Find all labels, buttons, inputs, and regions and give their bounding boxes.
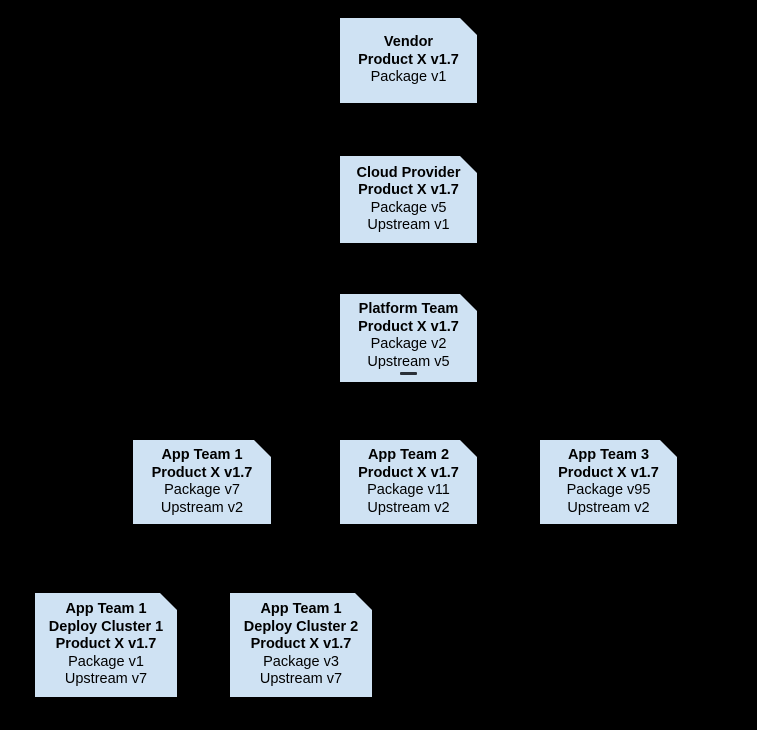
node-package-version: Package v1: [370, 69, 447, 86]
node-package-version: Package v5: [370, 199, 447, 216]
node-cloud-provider: Cloud Provider Product X v1.7 Package v5…: [340, 156, 477, 243]
node-app-team-1: App Team 1 Product X v1.7 Package v7 Ups…: [133, 440, 271, 524]
node-upstream-version: Upstream v7: [64, 671, 148, 688]
node-title: Cloud Provider: [356, 164, 461, 181]
node-cluster-name: Deploy Cluster 1: [48, 618, 164, 635]
node-upstream-version: Upstream v2: [367, 499, 450, 516]
node-app-team-2: App Team 2 Product X v1.7 Package v11 Up…: [340, 440, 477, 524]
node-package-version: Package v3: [263, 653, 339, 670]
node-title: App Team 1: [260, 601, 342, 618]
node-title: App Team 1: [65, 601, 147, 618]
node-product-version: Product X v1.7: [250, 636, 352, 653]
node-platform-team: Platform Team Product X v1.7 Package v2 …: [340, 294, 477, 382]
node-product-version: Product X v1.7: [358, 464, 459, 481]
node-product-version: Product X v1.7: [358, 318, 459, 335]
node-title: App Team 3: [567, 447, 650, 463]
node-package-version: Package v11: [367, 482, 450, 498]
node-package-version: Package v7: [164, 482, 240, 498]
node-upstream-version: Upstream v5: [367, 353, 450, 370]
node-title: Vendor: [383, 34, 434, 51]
node-app-team-1-deploy-cluster-1: App Team 1 Deploy Cluster 1 Product X v1…: [35, 593, 177, 697]
node-package-version: Package v2: [370, 336, 447, 352]
node-title: App Team 1: [161, 447, 243, 463]
node-upstream-version: Upstream v2: [567, 499, 650, 516]
node-package-version: Package v1: [68, 653, 144, 670]
clipped-text-fragment: [400, 372, 417, 375]
node-app-team-1-deploy-cluster-2: App Team 1 Deploy Cluster 2 Product X v1…: [230, 593, 372, 697]
node-upstream-version: Upstream v7: [259, 671, 343, 688]
node-product-version: Product X v1.7: [55, 636, 157, 653]
node-upstream-version: Upstream v2: [160, 499, 244, 516]
node-vendor: Vendor Product X v1.7 Package v1: [340, 18, 477, 103]
node-product-version: Product X v1.7: [558, 464, 659, 481]
node-upstream-version: Upstream v1: [367, 217, 450, 233]
node-title: App Team 2: [367, 447, 450, 463]
node-package-version: Package v95: [566, 482, 651, 498]
node-app-team-3: App Team 3 Product X v1.7 Package v95 Up…: [540, 440, 677, 524]
node-title: Platform Team: [358, 301, 459, 317]
node-product-version: Product X v1.7: [151, 464, 253, 481]
node-product-version: Product X v1.7: [358, 182, 459, 198]
node-cluster-name: Deploy Cluster 2: [243, 618, 359, 635]
node-product-version: Product X v1.7: [358, 51, 459, 68]
